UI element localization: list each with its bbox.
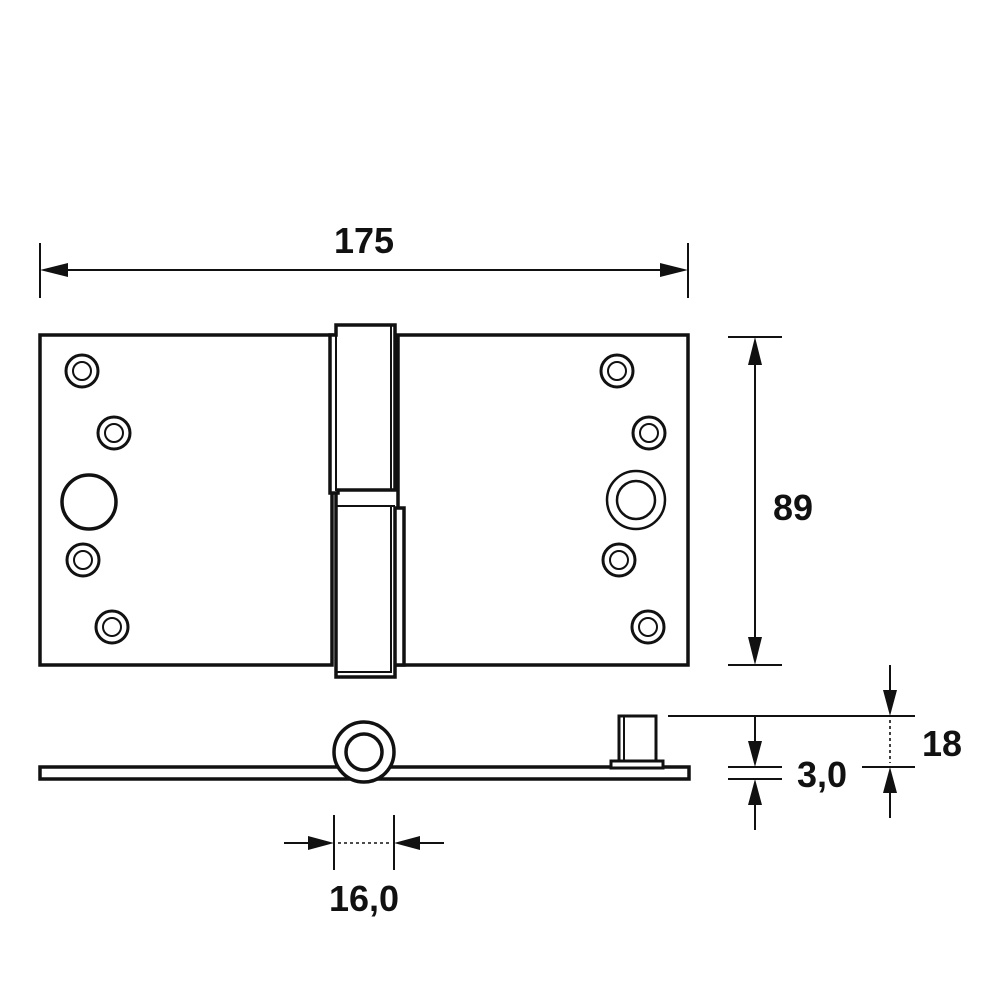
height-dimension: 89 [728,336,813,666]
knuckle-arrow-right [394,836,420,850]
pin-height-dimension: 18 [668,665,962,818]
right-screw-hole-2 [631,415,667,451]
left-screw-hole-4 [94,609,130,645]
length-arrow-right [660,263,688,277]
upper-knuckle-inner [335,324,392,491]
hinge-side-view [38,714,691,784]
right-screw-hole-1 [599,353,635,389]
height-arrow-bottom [748,637,762,665]
knuckle-diameter-dimension: 16,0 [284,815,444,919]
right-screw-hole-3 [601,542,637,578]
left-pin-hole [60,473,118,531]
length-label: 175 [334,220,394,261]
hinge-top-view [38,323,690,679]
thickness-arrow-top [748,741,762,767]
height-label: 89 [773,487,813,528]
thickness-dimension: 3,0 [728,716,847,830]
lower-knuckle [334,493,406,679]
knuckle-arrow-left [308,836,334,850]
upper-knuckle [328,323,397,495]
height-arrow-top [748,337,762,365]
right-security-pin [605,469,667,531]
length-arrow-left [40,263,68,277]
thickness-label: 3,0 [797,754,847,795]
pin-height-arrow-bottom [883,767,897,793]
knuckle-diameter-label: 16,0 [329,878,399,919]
left-screw-hole-3 [65,542,101,578]
side-security-stud [617,714,658,763]
thickness-arrow-bottom [748,779,762,805]
left-screw-hole-1 [64,353,100,389]
side-knuckle-pin [344,732,384,772]
left-screw-hole-2 [96,415,132,451]
pin-height-label: 18 [922,723,962,764]
pin-height-arrow-top [883,690,897,716]
length-dimension: 175 [39,220,689,298]
right-screw-hole-4 [630,609,666,645]
